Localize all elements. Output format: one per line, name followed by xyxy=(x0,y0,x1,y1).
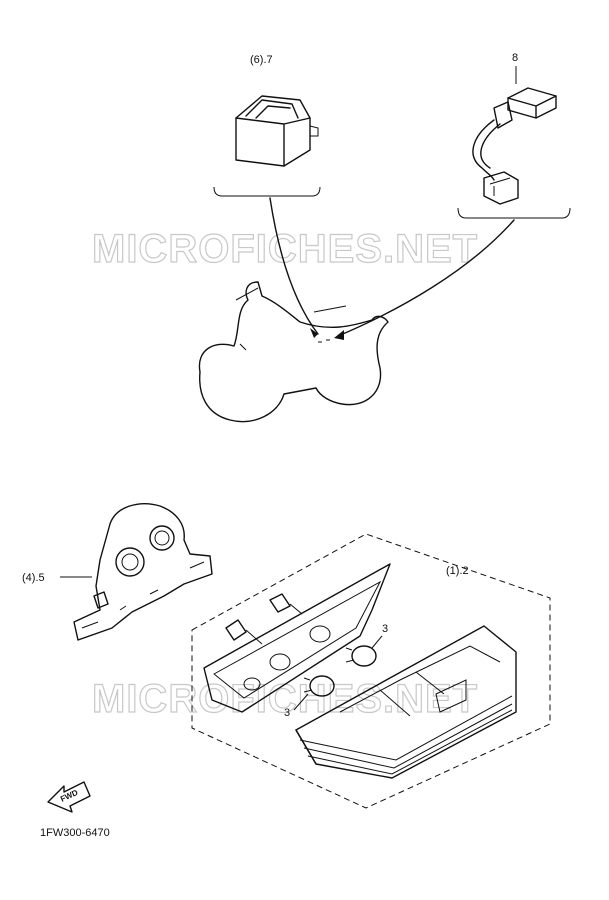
diagram-code: 1FW300-6470 xyxy=(40,827,110,839)
arrow-head-part-8 xyxy=(334,330,344,340)
bracket-part-7 xyxy=(213,186,321,197)
connector-harness-part-8[interactable]: 8 xyxy=(472,52,557,205)
leader-line-part-7 xyxy=(269,197,319,335)
assembly-boundary-part-2 xyxy=(191,533,551,809)
relay-unit-part-7[interactable]: (6).7 xyxy=(235,54,319,167)
tail-light-base-part-2[interactable] xyxy=(203,563,391,713)
bulb-part-3-lower[interactable]: 3 xyxy=(284,675,335,719)
leader-line-part-8 xyxy=(337,219,515,337)
label-part-5: (4).5 xyxy=(22,572,45,584)
label-part-3-lower: 3 xyxy=(284,707,290,719)
arrow-head-part-7 xyxy=(310,328,318,338)
tail-light-lens-part-2[interactable] xyxy=(295,625,517,779)
label-part-3-upper: 3 xyxy=(382,623,388,635)
forward-direction-arrow: FWD xyxy=(47,781,91,813)
label-part-2: (1).2 xyxy=(446,565,469,577)
bracket-part-8 xyxy=(457,207,571,219)
motorcycle-silhouette xyxy=(198,281,389,423)
bulb-part-3-upper[interactable]: 3 xyxy=(345,623,388,667)
license-bracket-part-5[interactable]: (4).5 xyxy=(22,503,213,641)
fwd-label: FWD xyxy=(59,788,80,804)
label-part-7: (6).7 xyxy=(250,54,273,66)
label-part-8: 8 xyxy=(512,52,518,64)
